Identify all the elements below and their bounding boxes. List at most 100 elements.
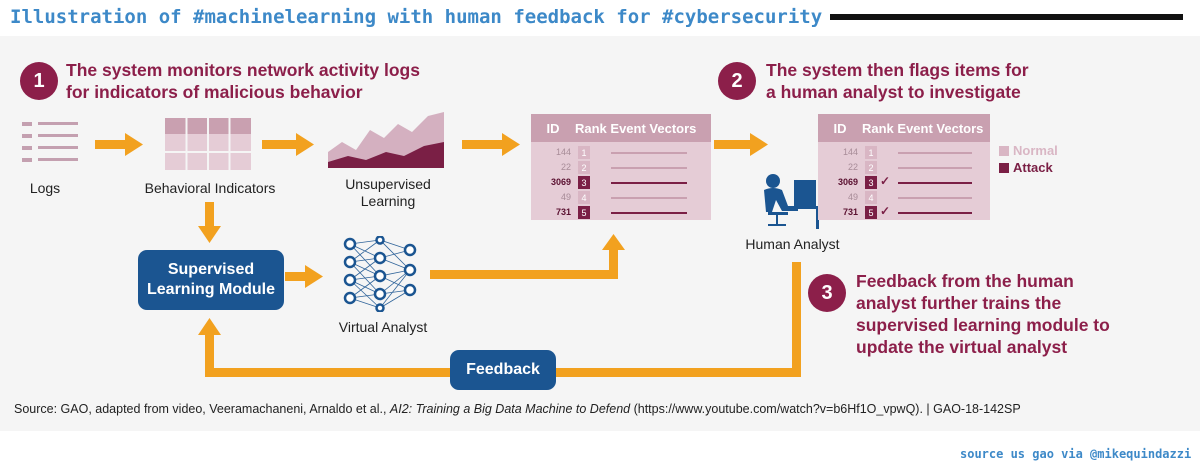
arrow-logs-to-indicators [95,133,143,156]
event-table-2-row-check-icon: ✓ [880,204,891,218]
neural-network-icon [343,236,417,312]
unsupervised-line-1: Unsupervised [345,176,431,192]
step-2-line-1: The system then flags items for [766,60,1029,80]
event-table-1-row-id: 3069 [550,177,571,187]
event-table-1-header: ID Rank Event Vectors [531,114,711,142]
legend-attack: Attack [999,159,1058,176]
event-table-2-col-id: ID [833,120,847,136]
event-table-1-row-vector-line [611,152,687,154]
event-table-1-col-rank: Rank Event Vectors [575,120,697,136]
human-analyst-icon [764,174,824,229]
event-table-1-row-vector-line [611,167,687,169]
behavioral-indicators-icon [165,118,251,170]
source-title: AI2: Training a Big Data Machine to Defe… [389,402,631,416]
event-table-2-row-rank: 1 [865,146,877,159]
event-table-1-row-vector-line [611,182,687,184]
behavioral-indicators-label: Behavioral Indicators [144,180,276,196]
page-title: Illustration of #machinelearning with hu… [10,6,823,28]
step-1-line-2: for indicators of malicious behavior [66,82,363,102]
step-2-text: The system then flags items for a human … [766,59,1029,103]
event-table-1-row: 144 1 [531,146,711,160]
arrow-unsupervised-to-table [462,133,520,156]
step-2-line-2: a human analyst to investigate [766,82,1021,102]
credit-note: source us gao via @mikequindazzi [960,447,1192,461]
event-table-1-row-rank: 4 [578,191,590,204]
step-3-line-4: update the virtual analyst [856,337,1068,357]
event-table-2-row-id: 144 [842,147,858,157]
source-prefix: Source: GAO, adapted from video, Veerama… [14,402,390,416]
step-3-line-2: analyst further trains the [856,293,1062,313]
legend: Normal Attack [999,142,1058,176]
event-table-1-row-id: 731 [555,207,571,217]
supervised-learning-module-box: Supervised Learning Module [138,250,284,310]
step-1-text: The system monitors network activity log… [66,59,420,103]
event-table-2-row: 49 4 [818,191,990,205]
supervised-line-2: Learning Module [147,281,275,298]
event-table-2-row-vector-line [898,152,972,154]
event-table-1-row-id: 49 [560,192,571,202]
event-table-1-row: 731 5 [531,206,711,220]
step-3-text: Feedback from the human analyst further … [856,270,1110,358]
event-table-2-row: 3069 3✓ [818,174,990,190]
virtual-analyst-label: Virtual Analyst [338,319,428,335]
event-table-2-row-vector-line [898,182,972,184]
event-table-1-row-vector-line [611,212,687,214]
event-table-2-row-id: 3069 [837,177,858,187]
step-2-badge: 2 [718,62,756,100]
event-table-2-row-id: 49 [847,192,858,202]
event-table-1-row: 3069 3 [531,176,711,190]
event-table-1-row-vector-line [611,197,687,199]
event-table-1-col-id: ID [546,120,560,136]
source-note: Source: GAO, adapted from video, Veerama… [14,402,1021,416]
legend-normal: Normal [999,142,1058,159]
event-table-2-row-id: 22 [847,162,858,172]
event-table-2-row-rank: 5 [865,206,877,219]
arrow-indicators-to-supervised [198,202,221,243]
title-rule [830,14,1183,20]
step-1-badge: 1 [20,62,58,100]
event-table-2-row-rank: 4 [865,191,877,204]
legend-attack-label: Attack [1013,160,1053,175]
arrow-virtual-to-table [430,234,625,279]
unsupervised-area-chart-icon [328,112,444,168]
event-table-2-row: 731 5✓ [818,204,990,220]
step-3-badge: 3 [808,274,846,312]
event-table-1-row-rank: 2 [578,161,590,174]
logs-label: Logs [29,180,61,196]
event-table-2-row-rank: 3 [865,176,877,189]
event-table-1-row: 49 4 [531,191,711,205]
unsupervised-learning-label: Unsupervised Learning [318,176,458,210]
event-table-2-row-rank: 2 [865,161,877,174]
step-3-line-1: Feedback from the human [856,271,1074,291]
event-table-2-row-vector-line [898,167,972,169]
event-table-2-row-vector-line [898,212,972,214]
event-table-2-col-rank: Rank Event Vectors [862,120,984,136]
event-table-1-row-rank: 1 [578,146,590,159]
legend-normal-swatch [999,145,1009,156]
event-table-1-row-id: 22 [560,162,571,172]
event-table-1-row-id: 144 [555,147,571,157]
event-table-2-row-check-icon: ✓ [880,174,891,188]
diagram-canvas [0,36,1200,431]
feedback-box: Feedback [450,350,556,390]
arrow-indicators-to-unsupervised [262,133,314,156]
event-table-2-header: ID Rank Event Vectors [818,114,990,142]
event-table-2-row: 144 1 [818,146,990,160]
event-table-1-row-rank: 5 [578,206,590,219]
source-suffix: (https://www.youtube.com/watch?v=b6Hf1O_… [630,402,1021,416]
event-table-2-row-id: 731 [842,207,858,217]
arrow-supervised-to-virtual [285,265,323,288]
logs-icon [22,122,78,162]
unsupervised-line-2: Learning [360,193,416,209]
legend-attack-swatch [999,162,1009,173]
legend-normal-label: Normal [1013,143,1058,158]
event-table-1-row-rank: 3 [578,176,590,189]
supervised-line-1: Supervised [167,261,255,278]
event-table-2-row-vector-line [898,197,972,199]
